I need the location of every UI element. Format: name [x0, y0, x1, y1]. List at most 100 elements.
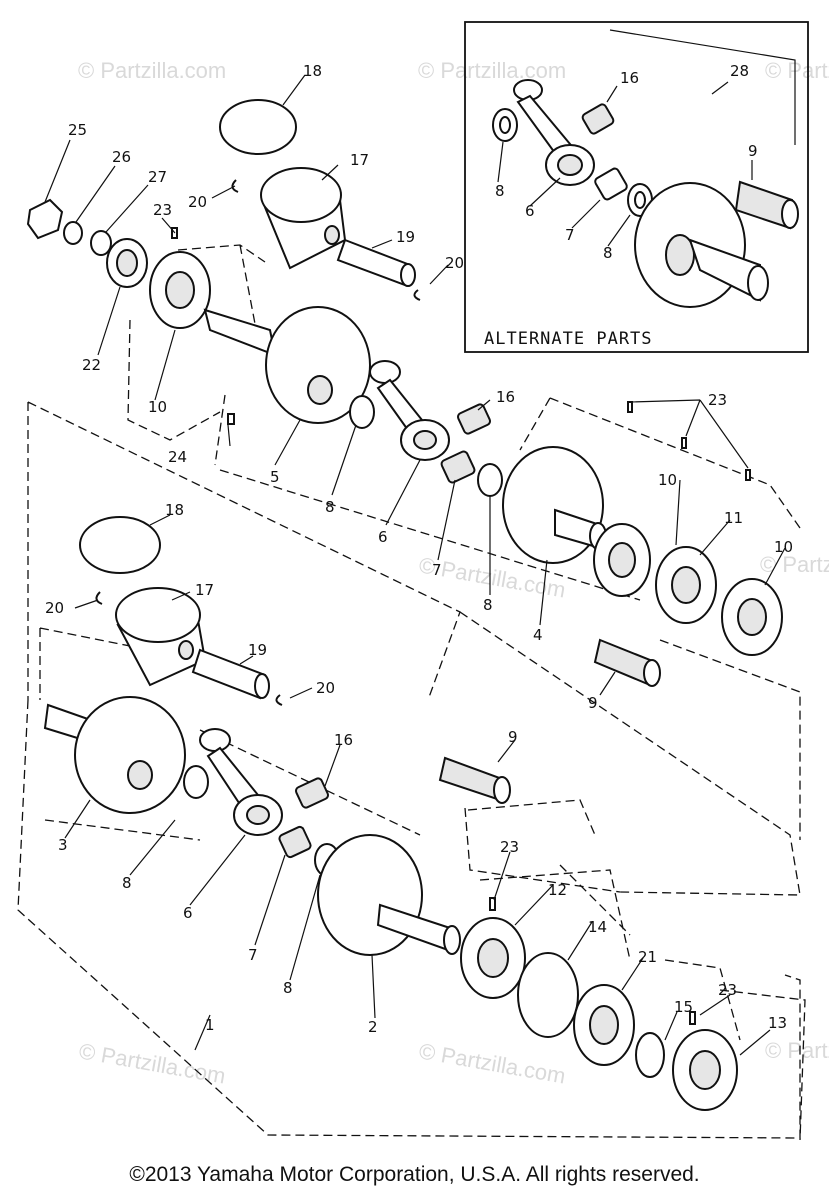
bearing-icon — [440, 450, 476, 484]
alternate-parts-label: ALTERNATE PARTS — [484, 329, 653, 349]
oil-seal-icon — [573, 984, 635, 1066]
callout-10: 10 — [658, 471, 677, 489]
alternate-parts-frame — [464, 21, 809, 353]
copyright-notice: ©2013 Yamaha Motor Corporation, U.S.A. A… — [129, 1163, 700, 1186]
lower-assembly — [43, 516, 738, 1111]
leader-lines — [44, 74, 786, 1056]
callout-26: 26 — [112, 148, 131, 166]
bearing-icon — [456, 403, 492, 435]
callout-7: 7 — [565, 226, 575, 244]
bearing-icon — [460, 917, 526, 999]
callout-6: 6 — [183, 904, 193, 922]
crank-wheel-icon — [502, 446, 607, 564]
callout-20: 20 — [316, 679, 335, 697]
washer-icon — [183, 765, 209, 799]
watermark-6: © Partzilla.com — [77, 1038, 227, 1088]
callout-28: 28 — [730, 62, 749, 80]
callout-9: 9 — [588, 694, 598, 712]
callout-18: 18 — [303, 62, 322, 80]
callout-8: 8 — [603, 244, 613, 262]
bearing-icon — [294, 777, 330, 809]
callout-9: 9 — [748, 142, 758, 160]
callout-24: 24 — [168, 448, 187, 466]
callout-17: 17 — [195, 581, 214, 599]
washer-icon — [349, 395, 375, 429]
bearing-icon — [721, 578, 783, 656]
callout-14: 14 — [588, 918, 607, 936]
callout-13: 13 — [768, 1014, 787, 1032]
crank-wheel-icon — [634, 182, 769, 308]
piston-ring-icon — [79, 516, 161, 574]
callout-7: 7 — [248, 946, 258, 964]
callout-19: 19 — [248, 641, 267, 659]
callout-25: 25 — [68, 121, 87, 139]
callout-6: 6 — [378, 528, 388, 546]
callout-10: 10 — [148, 398, 167, 416]
callout-11: 11 — [724, 509, 743, 527]
callout-3: 3 — [58, 836, 68, 854]
callout-6: 6 — [525, 202, 535, 220]
key-icon — [681, 437, 687, 449]
watermark-2: © Partzilla.com — [418, 58, 566, 83]
piston-ring-icon — [219, 99, 297, 155]
clip-icon — [413, 289, 421, 301]
watermark-3: © Partzilla.com — [765, 58, 829, 83]
bearing-icon — [581, 103, 628, 201]
callout-20: 20 — [445, 254, 464, 272]
callout-8: 8 — [283, 979, 293, 997]
callout-23: 23 — [153, 201, 172, 219]
clip-icon — [635, 1032, 665, 1078]
clip-icon — [517, 952, 579, 1038]
crank-wheel-icon — [317, 834, 461, 956]
watermark-5: © Partzilla.com — [760, 552, 829, 577]
crank-wheel-icon — [203, 306, 371, 424]
key-icon — [745, 469, 751, 481]
key-icon — [627, 401, 633, 413]
connecting-rod-icon — [369, 360, 450, 461]
piston-icon — [260, 167, 347, 270]
assembly-outlines — [17, 244, 806, 1141]
clip-icon — [95, 591, 103, 605]
washer-icon — [492, 108, 653, 217]
callout-2: 2 — [368, 1018, 378, 1036]
wrist-pin-icon — [336, 238, 416, 287]
key-icon — [489, 897, 496, 911]
callout-20: 20 — [188, 193, 207, 211]
callout-5: 5 — [270, 468, 280, 486]
clip-icon — [275, 694, 283, 706]
washer-icon — [63, 221, 83, 245]
key-icon — [689, 1011, 696, 1025]
callout-23: 23 — [708, 391, 727, 409]
wrist-pin-icon — [191, 648, 270, 700]
callout-23: 23 — [500, 838, 519, 856]
callout-23: 23 — [718, 981, 737, 999]
callout-8: 8 — [483, 596, 493, 614]
crankshaft-pin-icon — [438, 756, 511, 804]
connecting-rod-icon — [513, 79, 595, 186]
callout-4: 4 — [533, 626, 543, 644]
callout-20: 20 — [45, 599, 64, 617]
washer-icon — [477, 463, 503, 497]
callout-numbers: 18 17 20 19 20 25 26 27 23 22 10 24 5 8 … — [45, 62, 793, 1036]
bearing-icon — [149, 251, 211, 329]
callout-17: 17 — [350, 151, 369, 169]
callout-8: 8 — [325, 498, 335, 516]
callout-16: 16 — [620, 69, 639, 87]
callout-27: 27 — [148, 168, 167, 186]
callout-9: 9 — [508, 728, 518, 746]
piston-icon — [115, 587, 207, 687]
bearing-icon — [655, 546, 717, 624]
callout-10: 10 — [774, 538, 793, 556]
callout-22: 22 — [82, 356, 101, 374]
callout-18: 18 — [165, 501, 184, 519]
alternate-parts-panel: ALTERNATE PARTS 16 2 — [464, 21, 809, 353]
bearing-icon — [278, 825, 312, 859]
watermark-1: © Partzilla.com — [78, 58, 226, 83]
callout-8: 8 — [495, 182, 505, 200]
watermark-8: © Partzilla.com — [765, 1038, 829, 1063]
upper-assembly — [26, 99, 783, 687]
crankshaft-pin-icon — [593, 638, 661, 687]
crankshaft-pin-icon — [734, 180, 799, 230]
callout-16: 16 — [496, 388, 515, 406]
